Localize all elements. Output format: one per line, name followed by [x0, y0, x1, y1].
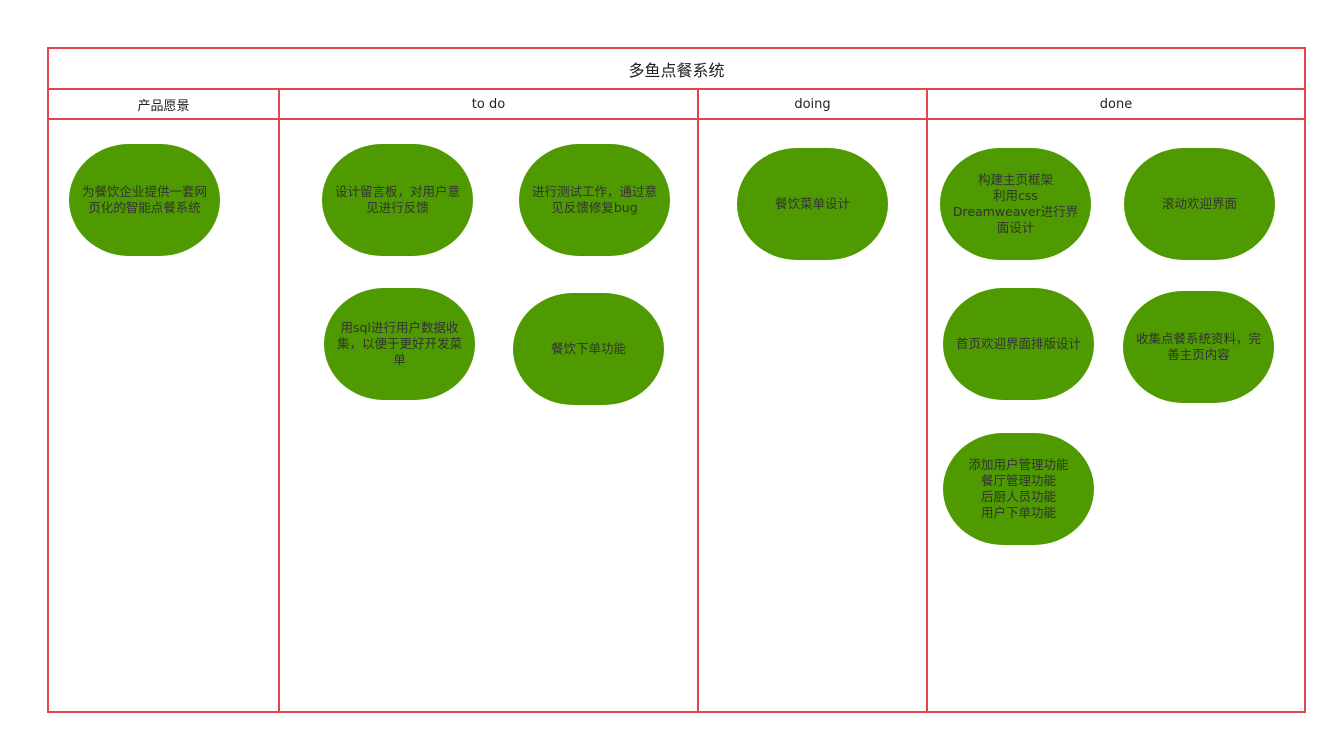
card-done-1[interactable]: 构建主页框架 利用css Dreamweaver进行界面设计 [940, 148, 1091, 260]
card-todo-1[interactable]: 设计留言板，对用户意见进行反馈 [322, 144, 473, 256]
column-header-doing: doing [699, 90, 926, 120]
column-header-done: done [928, 90, 1304, 120]
card-todo-2[interactable]: 进行测试工作，通过意见反馈修复bug [519, 144, 670, 256]
column-todo: to do 设计留言板，对用户意见进行反馈 进行测试工作，通过意见反馈修复bug… [278, 90, 697, 711]
card-doing-1[interactable]: 餐饮菜单设计 [737, 148, 888, 260]
column-header-todo: to do [280, 90, 697, 120]
board-title: 多鱼点餐系统 [49, 49, 1304, 90]
card-done-4[interactable]: 收集点餐系统资料，完善主页内容 [1123, 291, 1274, 403]
column-doing: doing 餐饮菜单设计 [697, 90, 926, 711]
card-todo-3[interactable]: 用sql进行用户数据收集，以便于更好开发菜单 [324, 288, 475, 400]
card-vision-1[interactable]: 为餐饮企业提供一套网页化的智能点餐系统 [69, 144, 220, 256]
card-todo-4[interactable]: 餐饮下单功能 [513, 293, 664, 405]
column-vision: 产品愿景 为餐饮企业提供一套网页化的智能点餐系统 [49, 90, 278, 711]
kanban-board: 多鱼点餐系统 产品愿景 为餐饮企业提供一套网页化的智能点餐系统 to do 设计… [47, 47, 1306, 713]
card-done-5[interactable]: 添加用户管理功能 餐厅管理功能 后厨人员功能 用户下单功能 [943, 433, 1094, 545]
card-done-2[interactable]: 滚动欢迎界面 [1124, 148, 1275, 260]
card-done-3[interactable]: 首页欢迎界面排版设计 [943, 288, 1094, 400]
column-done: done 构建主页框架 利用css Dreamweaver进行界面设计 滚动欢迎… [926, 90, 1304, 711]
column-header-vision: 产品愿景 [49, 90, 278, 120]
